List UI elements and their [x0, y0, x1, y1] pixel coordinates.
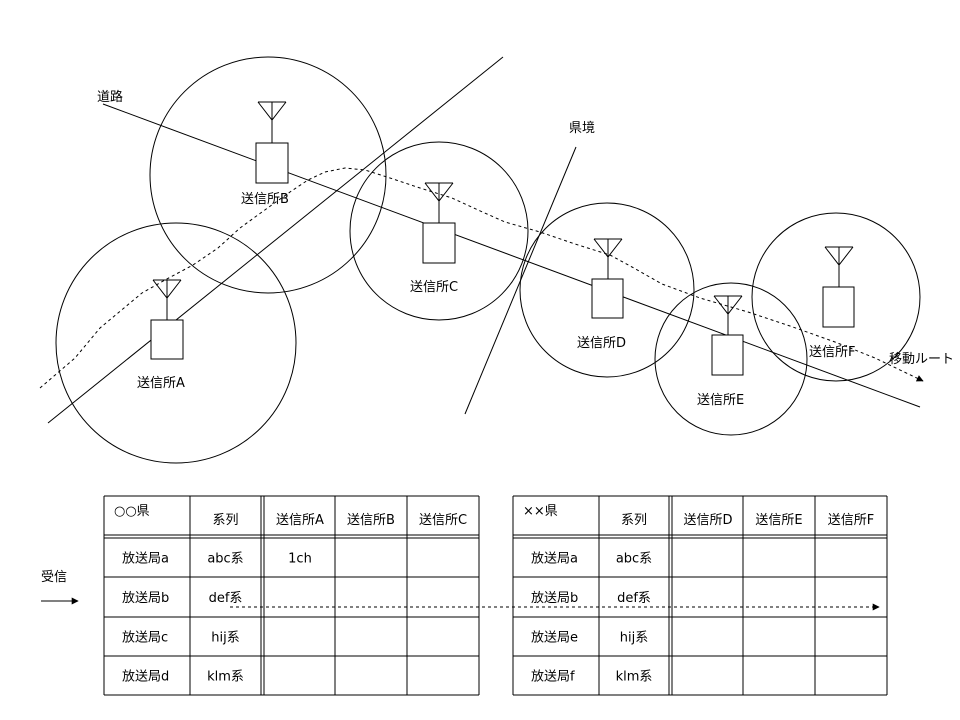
- table_left-broadcaster-cell: 放送局d: [122, 670, 169, 685]
- coverage-circle-c: [349, 141, 529, 321]
- road-line: [102, 103, 921, 408]
- table_right-system-cell: klm系: [616, 670, 653, 685]
- transmitter-icon-c: [422, 182, 456, 264]
- table_left-prefecture-cell: ○○県: [114, 504, 150, 519]
- table_right-broadcaster-cell: 放送局e: [531, 631, 578, 646]
- table_right-station-header: 送信所E: [755, 513, 802, 528]
- coverage-circle-f: [751, 212, 921, 382]
- table_left-channel-cell: 1ch: [288, 552, 312, 567]
- receive-label: 受信: [41, 570, 67, 585]
- border-label: 県境: [569, 121, 595, 136]
- table_right-system-cell: def系: [617, 591, 651, 606]
- table_left-station-header: 送信所B: [347, 513, 395, 528]
- table_left-system-cell: hij系: [211, 631, 239, 646]
- table_right-station-header: 送信所F: [828, 513, 874, 528]
- movement-route: [39, 167, 924, 389]
- station-label-b: 送信所B: [241, 192, 289, 207]
- coverage-circle-b: [149, 56, 387, 294]
- table_right-broadcaster-cell: 放送局f: [531, 670, 575, 685]
- station-label-e: 送信所E: [697, 393, 744, 408]
- table_right-broadcaster-cell: 放送局b: [531, 591, 578, 606]
- coverage-circle-e: [654, 282, 808, 436]
- table_left-system-cell: klm系: [207, 670, 244, 685]
- table_left-system-cell: def系: [209, 591, 243, 606]
- table_left-station-header: 送信所C: [419, 513, 467, 528]
- table_left-broadcaster-cell: 放送局b: [122, 591, 169, 606]
- coverage-circle-a: [55, 222, 297, 464]
- station-label-a: 送信所A: [137, 376, 185, 391]
- table_left-broadcaster-cell: 放送局c: [122, 631, 168, 646]
- table_right-system-cell: abc系: [616, 552, 652, 567]
- diagonal-line: [47, 56, 504, 424]
- transmitter-icon-a: [150, 279, 184, 360]
- road-label: 道路: [97, 89, 123, 105]
- prefecture-border-line: [464, 146, 577, 415]
- table_left-station-header: 送信所A: [276, 513, 324, 528]
- coverage-circle-d: [519, 202, 695, 378]
- transmitter-icon-d: [591, 238, 624, 319]
- station-label-d: 送信所D: [577, 336, 626, 351]
- table_right-system-header: 系列: [621, 513, 647, 528]
- table_left-system-header: 系列: [212, 513, 238, 528]
- transmitter-icon-e: [711, 295, 744, 376]
- transmitter-icon-b: [255, 101, 289, 184]
- table_left-system-cell: abc系: [207, 552, 243, 567]
- station-label-c: 送信所C: [410, 280, 458, 295]
- table_left-broadcaster-cell: 放送局a: [122, 552, 169, 567]
- route-label: 移動ルート: [889, 352, 954, 367]
- transmitter-icon-f: [822, 246, 855, 328]
- channel-tables: ○○県系列 送信所A 送信所B 送信所C 放送局a abc系 1ch 放送局b def系放送局c…: [103, 495, 888, 696]
- table_right-prefecture-cell: ××県: [523, 504, 558, 519]
- station-label-f: 送信所F: [809, 345, 855, 360]
- table_right-station-header: 送信所D: [683, 513, 732, 528]
- table_right-system-cell: hij系: [620, 631, 648, 646]
- table_right-broadcaster-cell: 放送局a: [531, 552, 578, 567]
